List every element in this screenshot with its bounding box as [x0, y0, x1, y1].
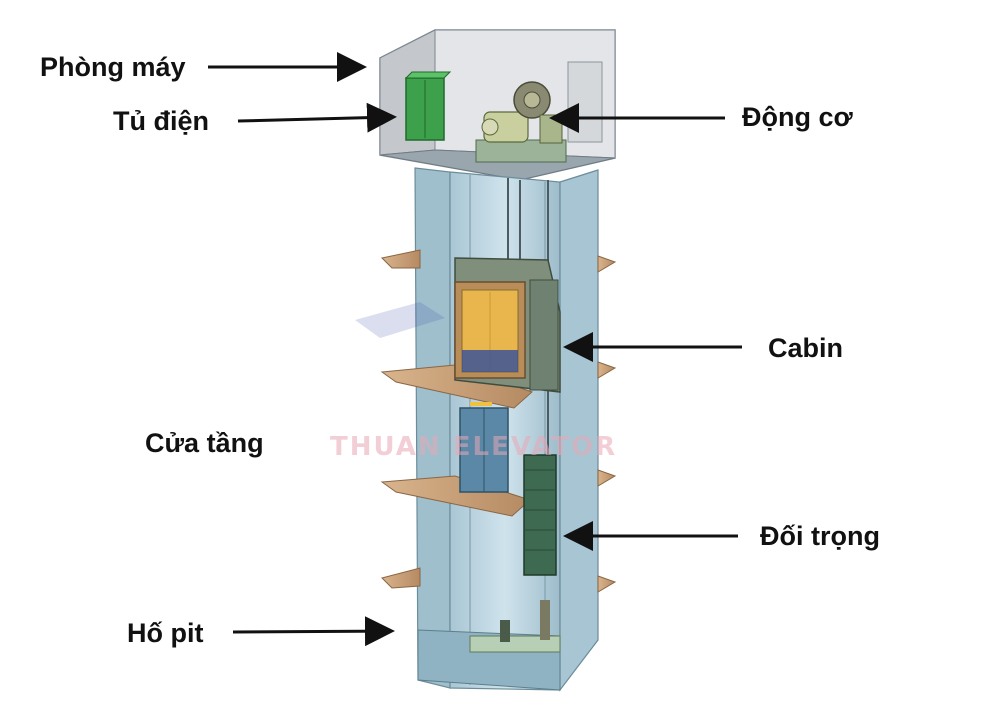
label-landing-door: Cửa tầng [145, 428, 264, 458]
label-motor: Động cơ [742, 102, 853, 132]
machine-room-door [567, 61, 603, 143]
label-counterweight: Đối trọng [760, 521, 880, 551]
label-control-cabinet: Tủ điện [113, 106, 209, 136]
label-arrows [208, 52, 742, 647]
motor [475, 81, 567, 163]
arrow-pit [232, 616, 395, 647]
watermark-logo [355, 302, 445, 338]
control-cabinet [404, 71, 452, 141]
label-pit: Hố pit [127, 618, 204, 648]
counterweight [523, 454, 557, 576]
landing-door [459, 402, 509, 493]
cabin [454, 257, 561, 393]
arrow-control-cabinet [237, 102, 397, 133]
floor-slabs [380, 249, 617, 593]
watermark-text: THUAN ELEVATOR [330, 432, 618, 462]
label-cabin: Cabin [768, 333, 844, 363]
pit [417, 600, 561, 691]
label-machine-room: Phòng máy [40, 52, 186, 82]
